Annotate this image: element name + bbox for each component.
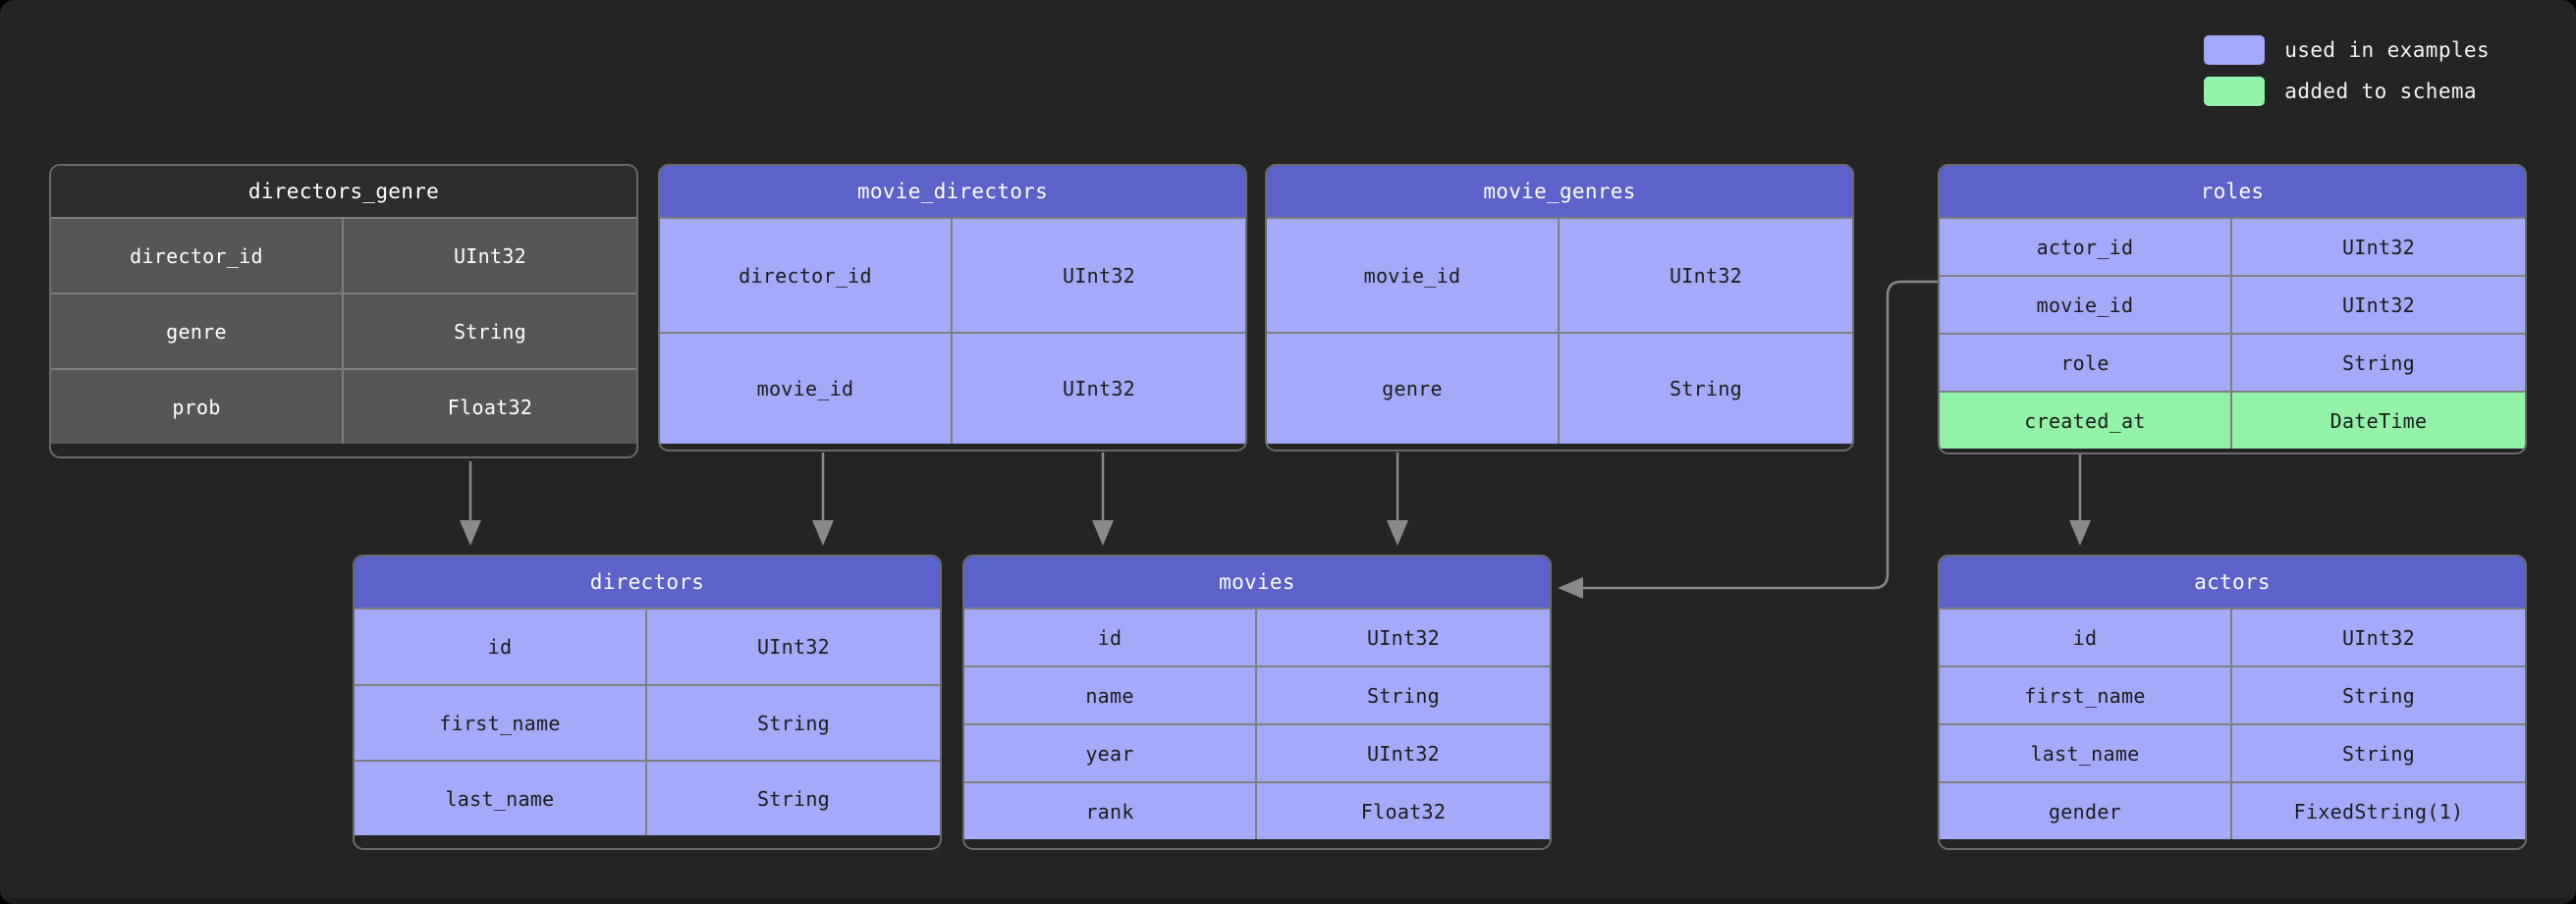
table-row[interactable]: gender FixedString(1) — [1940, 781, 2525, 839]
legend: used in examples added to schema — [2204, 35, 2490, 106]
legend-swatch-blue — [2204, 35, 2266, 65]
column-type: FixedString(1) — [2232, 783, 2525, 839]
column-name: genre — [51, 294, 344, 368]
column-name: year — [964, 725, 1257, 781]
column-type: UInt32 — [953, 219, 1245, 332]
table-row[interactable]: genre String — [1267, 332, 1852, 444]
column-name: role — [1940, 335, 2232, 391]
column-name: last_name — [355, 762, 647, 835]
table-directors[interactable]: directors id UInt32 first_name String la… — [353, 555, 942, 850]
table-title-roles: roles — [1940, 166, 2525, 217]
column-name: director_id — [660, 219, 953, 332]
legend-label-used-in-examples: used in examples — [2284, 38, 2490, 62]
table-row[interactable]: first_name String — [355, 684, 940, 760]
column-name: name — [964, 667, 1257, 723]
table-actors[interactable]: actors id UInt32 first_name String last_… — [1938, 555, 2527, 850]
column-name: first_name — [355, 686, 647, 760]
table-title-movie-genres: movie_genres — [1267, 166, 1852, 217]
column-name: gender — [1940, 783, 2232, 839]
table-row[interactable]: movie_id UInt32 — [1267, 217, 1852, 332]
column-name: genre — [1267, 334, 1560, 444]
column-type: UInt32 — [647, 610, 940, 684]
table-row[interactable]: id UInt32 — [964, 608, 1550, 665]
column-type: String — [1560, 334, 1852, 444]
table-row[interactable]: movie_id UInt32 — [660, 332, 1245, 444]
table-row[interactable]: name String — [964, 665, 1550, 723]
column-type: UInt32 — [344, 219, 636, 292]
column-type: DateTime — [2232, 393, 2525, 449]
table-movies[interactable]: movies id UInt32 name String year UInt32… — [962, 555, 1552, 850]
legend-label-added-to-schema: added to schema — [2284, 80, 2477, 103]
column-type: String — [1257, 667, 1550, 723]
link-directors-genre-to-directors — [460, 461, 481, 546]
column-type: String — [647, 686, 940, 760]
column-name: id — [1940, 610, 2232, 665]
table-row[interactable]: id UInt32 — [1940, 608, 2525, 665]
column-name: actor_id — [1940, 219, 2232, 275]
link-movie-directors-to-movies — [1092, 452, 1114, 546]
column-type: UInt32 — [1257, 725, 1550, 781]
table-directors-genre[interactable]: directors_genre director_id UInt32 genre… — [49, 164, 638, 458]
column-name: created_at — [1940, 393, 2232, 449]
table-title-movie-directors: movie_directors — [660, 166, 1245, 217]
column-type: String — [2232, 667, 2525, 723]
table-row[interactable]: year UInt32 — [964, 723, 1550, 781]
column-type: UInt32 — [2232, 277, 2525, 333]
column-type: Float32 — [344, 370, 636, 444]
column-name: director_id — [51, 219, 344, 292]
column-name: id — [355, 610, 647, 684]
column-type: String — [647, 762, 940, 835]
table-row[interactable]: rank Float32 — [964, 781, 1550, 839]
column-name: rank — [964, 783, 1257, 839]
column-type: String — [2232, 335, 2525, 391]
table-title-actors: actors — [1940, 557, 2525, 608]
table-row[interactable]: genre String — [51, 292, 636, 368]
column-name: movie_id — [1267, 219, 1560, 332]
table-row[interactable]: director_id UInt32 — [660, 217, 1245, 332]
table-row[interactable]: last_name String — [1940, 723, 2525, 781]
table-row[interactable]: id UInt32 — [355, 608, 940, 684]
column-type: String — [344, 294, 636, 368]
column-type: UInt32 — [1560, 219, 1852, 332]
table-title-movies: movies — [964, 557, 1550, 608]
table-movie-genres[interactable]: movie_genres movie_id UInt32 genre Strin… — [1265, 164, 1854, 452]
column-name: id — [964, 610, 1257, 665]
legend-item-used-in-examples: used in examples — [2204, 35, 2490, 65]
column-name: prob — [51, 370, 344, 444]
table-title-directors-genre: directors_genre — [51, 166, 636, 217]
table-title-directors: directors — [355, 557, 940, 608]
column-name: first_name — [1940, 667, 2232, 723]
column-type: String — [2232, 725, 2525, 781]
table-row[interactable]: director_id UInt32 — [51, 217, 636, 292]
table-row[interactable]: actor_id UInt32 — [1940, 217, 2525, 275]
link-movie-directors-to-directors — [812, 452, 834, 546]
column-type: Float32 — [1257, 783, 1550, 839]
bottom-edge-strip — [0, 898, 2576, 904]
column-type: UInt32 — [2232, 219, 2525, 275]
table-row[interactable]: role String — [1940, 333, 2525, 391]
legend-swatch-green — [2204, 77, 2266, 106]
column-type: UInt32 — [2232, 610, 2525, 665]
column-type: UInt32 — [953, 334, 1245, 444]
link-roles-to-actors — [2069, 454, 2091, 546]
table-row-added[interactable]: created_at DateTime — [1940, 391, 2525, 449]
table-row[interactable]: prob Float32 — [51, 368, 636, 444]
column-name: last_name — [1940, 725, 2232, 781]
legend-item-added-to-schema: added to schema — [2204, 77, 2490, 106]
link-movie-genres-to-movies — [1387, 452, 1408, 546]
table-roles[interactable]: roles actor_id UInt32 movie_id UInt32 ro… — [1938, 164, 2527, 454]
column-type: UInt32 — [1257, 610, 1550, 665]
column-name: movie_id — [1940, 277, 2232, 333]
table-movie-directors[interactable]: movie_directors director_id UInt32 movie… — [658, 164, 1247, 452]
table-row[interactable]: last_name String — [355, 760, 940, 835]
table-row[interactable]: movie_id UInt32 — [1940, 275, 2525, 333]
column-name: movie_id — [660, 334, 953, 444]
table-row[interactable]: first_name String — [1940, 665, 2525, 723]
